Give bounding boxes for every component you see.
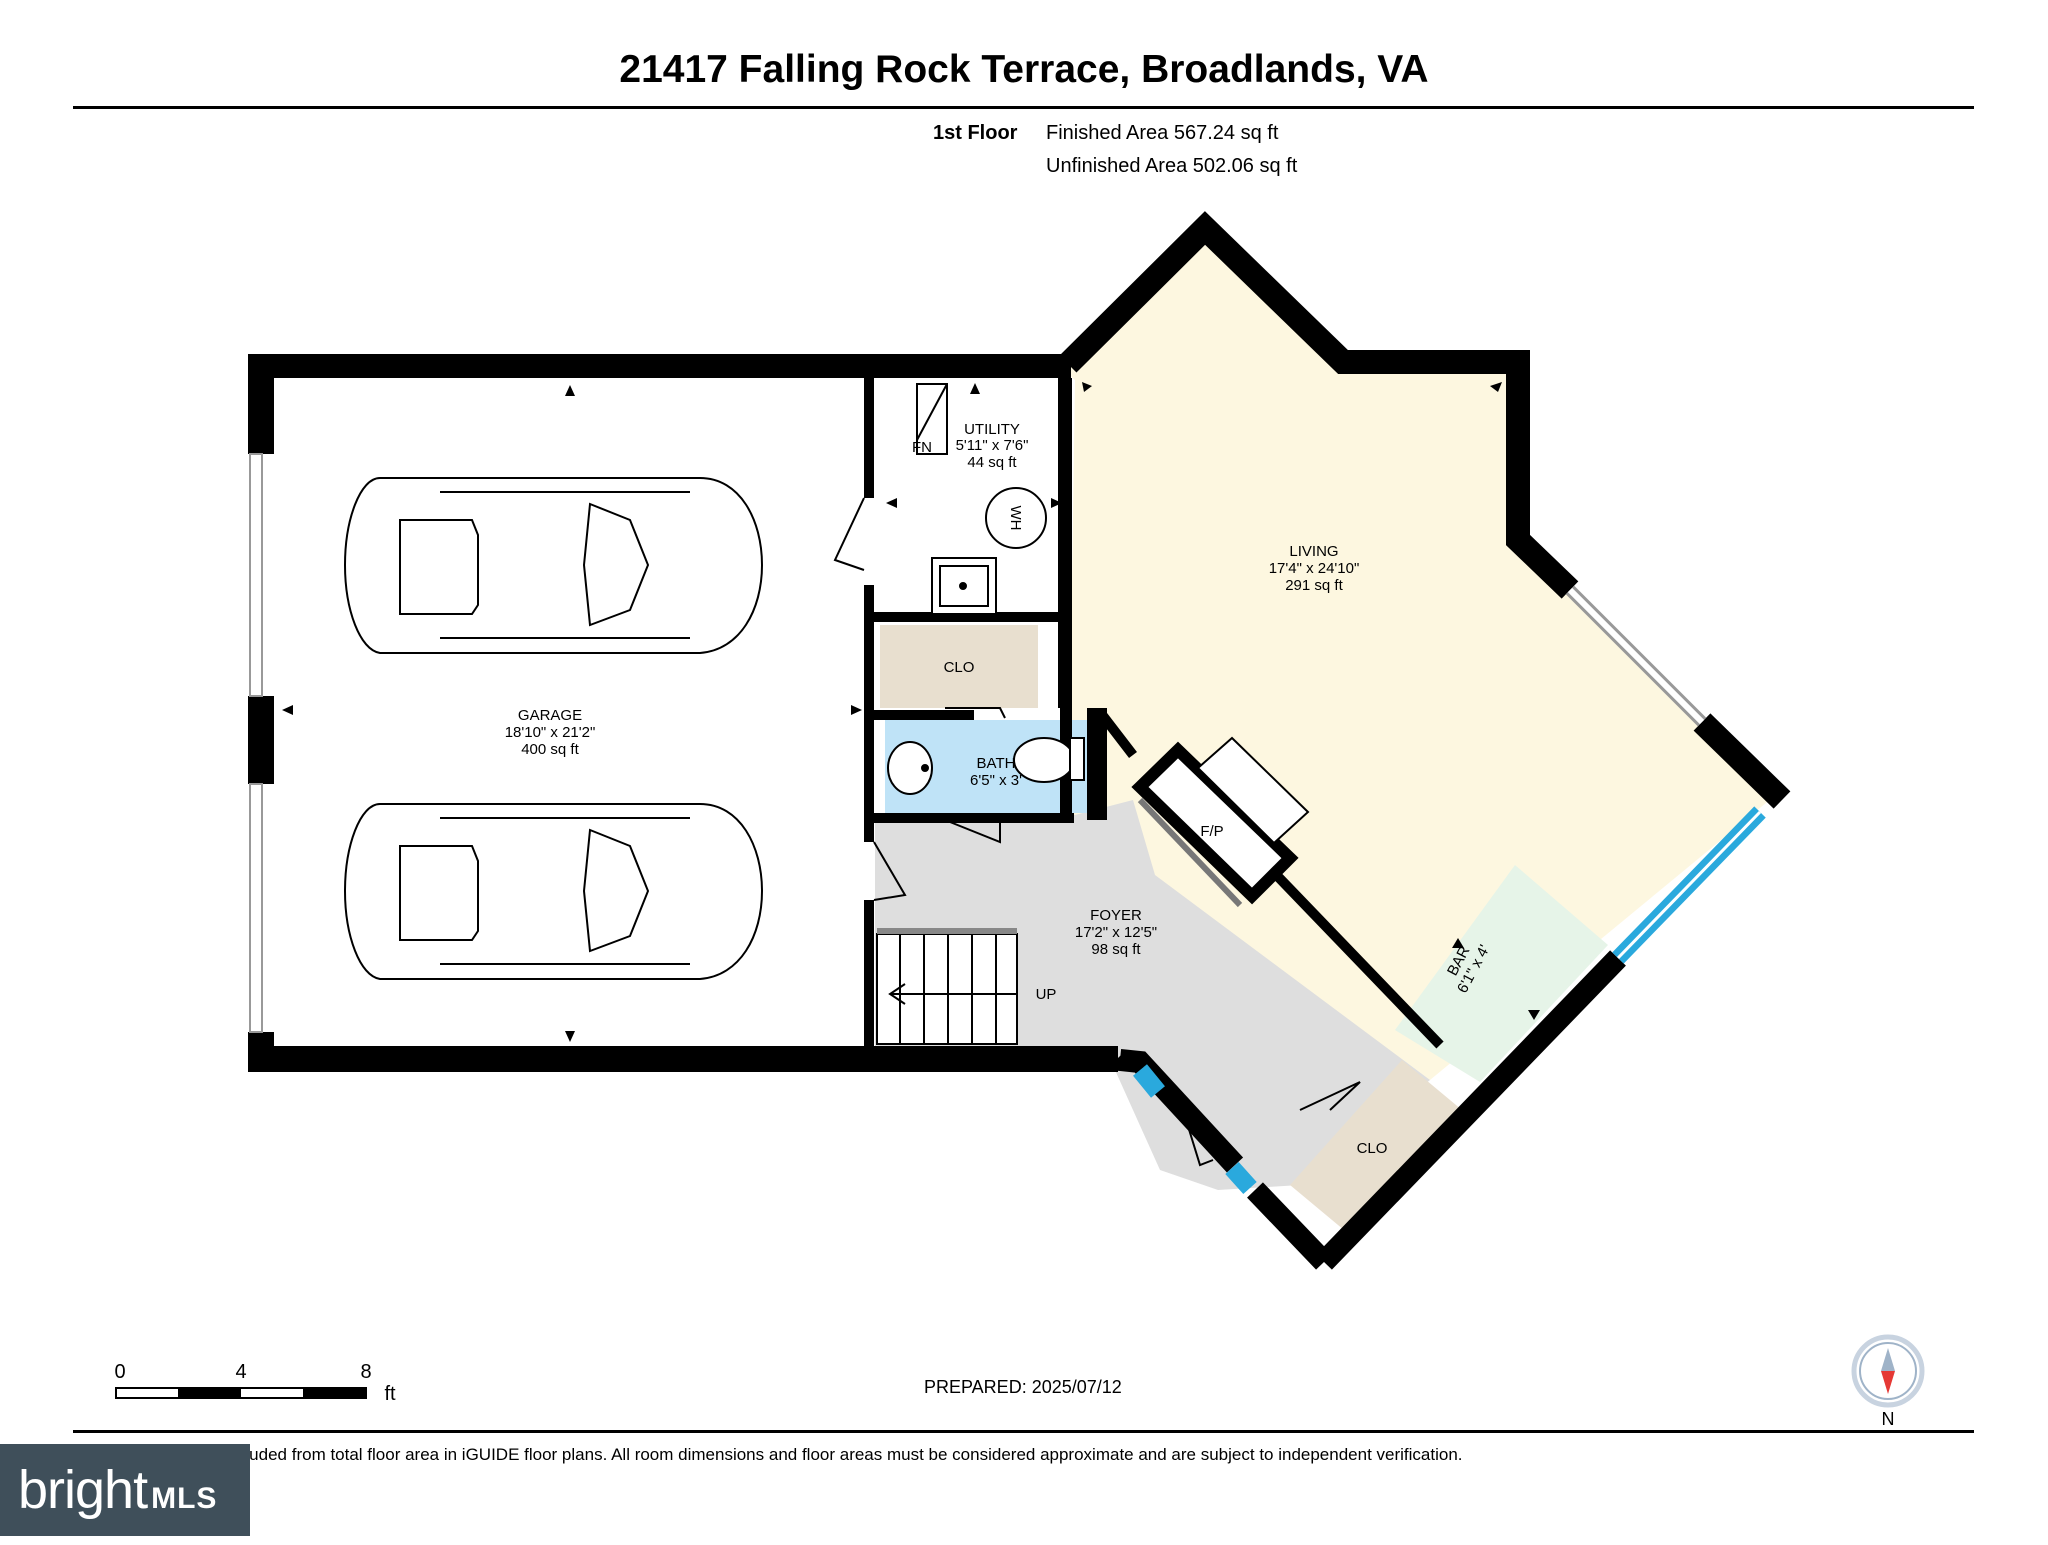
title-divider	[73, 106, 1974, 109]
water-heater	[985, 487, 1047, 549]
bar-area	[1395, 865, 1608, 1082]
bath-sink	[887, 741, 933, 795]
bath-name: BATH	[977, 755, 1016, 772]
disclaimer-text: White regions are excluded from total fl…	[81, 1445, 1463, 1464]
car-lower	[343, 803, 764, 980]
closet-lower	[1290, 1060, 1462, 1235]
scale-unit: ft	[384, 1383, 396, 1405]
garage-area: 400 sq ft	[521, 741, 579, 758]
garage-windows	[249, 453, 263, 1033]
fireplace-label: F/P	[1200, 823, 1223, 840]
garage-dims: 18'10" x 21'2"	[505, 724, 596, 741]
scale-bar: 0 4 8 ft	[114, 1361, 396, 1405]
utility-dims: 5'11" x 7'6"	[956, 437, 1029, 454]
closet-lower-name: CLO	[1357, 1140, 1388, 1157]
closet-upper-name: CLO	[944, 659, 975, 676]
scale-tick-8: 8	[360, 1361, 371, 1383]
foyer-windows	[1133, 1064, 1257, 1195]
utility-sink	[931, 557, 997, 615]
foyer-area	[875, 800, 1430, 1190]
utility-area: 44 sq ft	[967, 454, 1017, 471]
stairs-label: UP	[1036, 986, 1057, 1003]
logo-suffix: MLS	[151, 1482, 218, 1515]
living-windows	[1565, 585, 1766, 964]
car-upper	[343, 477, 764, 654]
floor-name: 1st Floor	[933, 122, 1018, 144]
furnace-label: FN	[912, 439, 932, 456]
stair-rail	[877, 928, 1017, 934]
bath-dims: 6'5" x 3'	[970, 772, 1022, 789]
dimension-arrows	[282, 382, 1540, 1042]
prepared-date: PREPARED: 2025/07/12	[924, 1377, 1122, 1397]
toilet	[1013, 737, 1085, 783]
plan-title: 21417 Falling Rock Terrace, Broadlands, …	[619, 48, 1429, 91]
footer-divider	[73, 1430, 1974, 1433]
walls	[248, 354, 1118, 1072]
scale-tick-0: 0	[114, 1361, 125, 1383]
closet-upper	[880, 625, 1038, 708]
logo-brand: bright	[18, 1460, 148, 1520]
doors	[833, 497, 1361, 1167]
water-heater-label: WH	[1007, 506, 1024, 531]
foyer-name: FOYER	[1090, 907, 1142, 924]
living-area: 291 sq ft	[1285, 577, 1343, 594]
furnace	[916, 383, 948, 455]
unfinished-area: Unfinished Area 502.06 sq ft	[1046, 155, 1298, 177]
foyer-area: 98 sq ft	[1091, 941, 1141, 958]
compass-icon: N	[1851, 1334, 1925, 1429]
fireplace	[1131, 736, 1310, 908]
garage-name: GARAGE	[518, 707, 582, 724]
compass-label: N	[1882, 1409, 1895, 1429]
finished-area: Finished Area 567.24 sq ft	[1046, 122, 1279, 144]
scale-tick-4: 4	[235, 1361, 246, 1383]
living-name: LIVING	[1289, 543, 1338, 560]
living-dims: 17'4" x 24'10"	[1269, 560, 1360, 577]
stairs	[876, 933, 1018, 1045]
utility-name: UTILITY	[964, 421, 1020, 438]
angled-walls	[1059, 211, 1791, 1270]
foyer-dims: 17'2" x 12'5"	[1075, 924, 1157, 941]
